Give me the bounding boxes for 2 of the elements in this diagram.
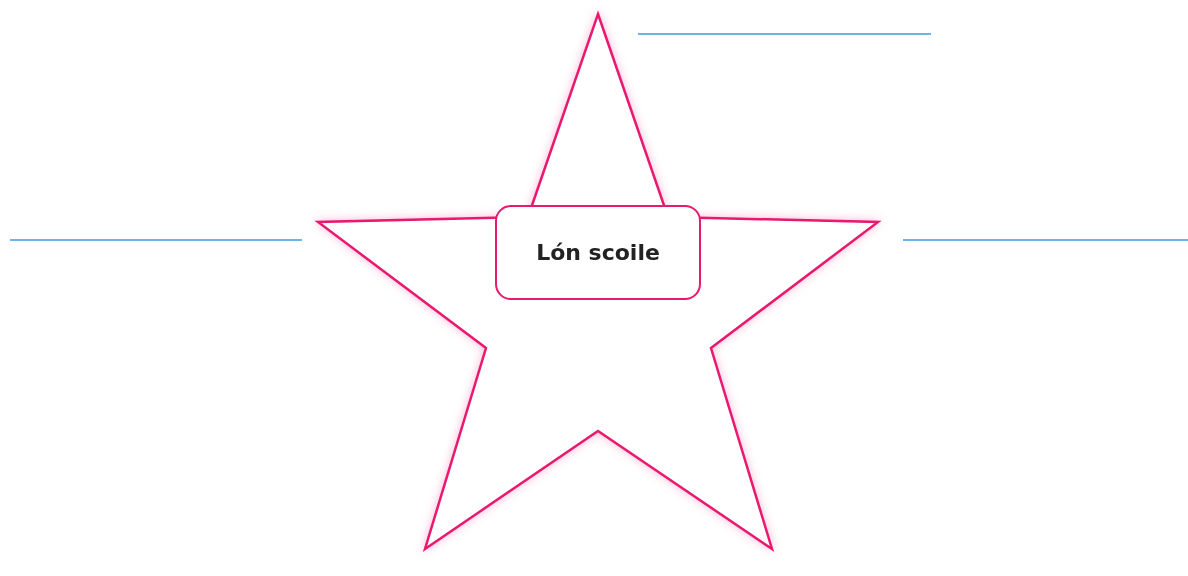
topic-box: Lón scoile (495, 205, 701, 300)
star-shape (316, 12, 880, 552)
